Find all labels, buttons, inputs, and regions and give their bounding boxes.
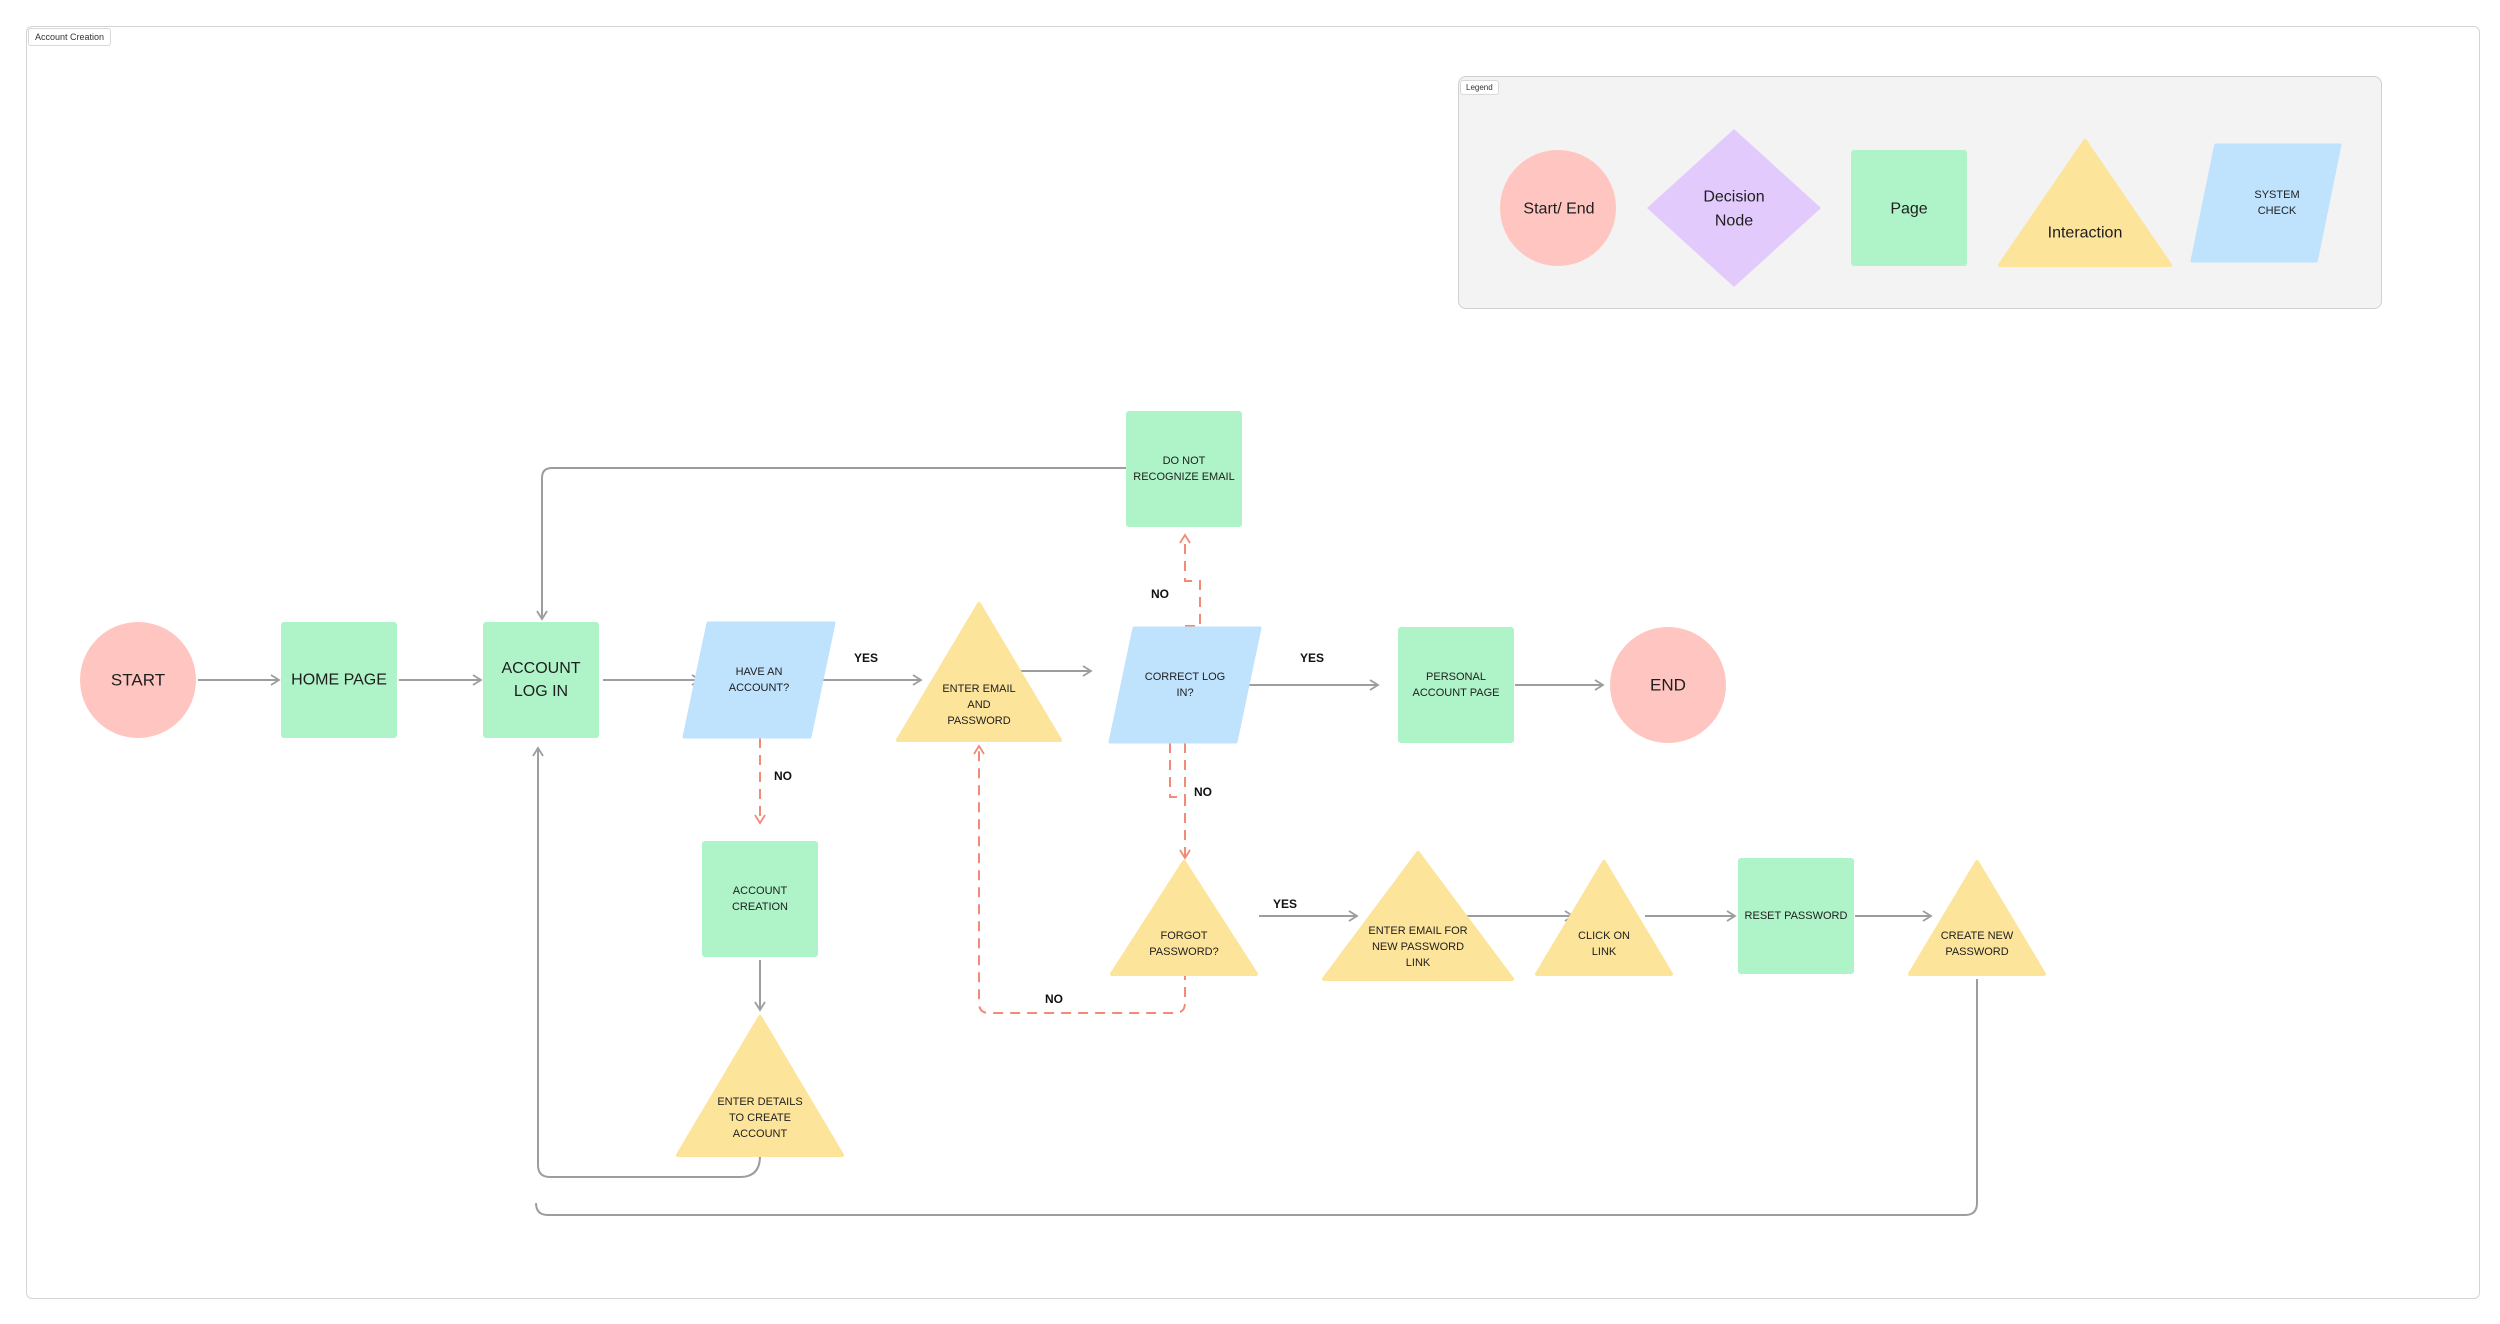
legend-system-check-shape [2190,143,2342,263]
forgot-yes-label: YES [1273,897,1297,911]
have-an-account-label-line-2: ACCOUNT? [729,682,790,694]
edge-not-recognize-to-login [536,467,1127,621]
account-creation-label: ACCOUNT CREATION [732,885,788,913]
edge-details-to-login [532,746,761,1178]
create-new-password-label-line-1: CREATE NEW [1941,930,2014,942]
account-creation-label-line-2: CREATION [732,901,788,913]
create-new-password-label-line-2: PASSWORD [1945,946,2008,958]
reset-password-node [1738,858,1854,974]
do-not-recognize-email-label-line-1: DO NOT [1163,455,1206,467]
click-on-link-node [1535,860,1673,976]
not-recognized-no-label: NO [1151,587,1169,601]
account-log-in-label-line-2: LOG IN [514,683,568,700]
correct-log-in-label: CORRECT LOG IN? [1145,671,1225,699]
personal-account-page-node [1398,627,1514,743]
legend-interaction-label: Interaction [2048,225,2123,242]
home-page-label: HOME PAGE [291,672,387,689]
forgot-password-label-line-2: PASSWORD? [1149,946,1218,958]
account-log-in-label-line-1: ACCOUNT [501,660,580,677]
start-label-line-1: START [111,671,165,690]
do-not-recognize-email-node [1126,411,1242,527]
correct-login-no-label: NO [1194,785,1212,799]
start-label: START [111,671,165,690]
legend-start-end-label: Start/ End [1523,201,1594,218]
forgot-password-label: FORGOT PASSWORD? [1149,930,1218,958]
enter-email-new-password-label-line-3: LINK [1406,957,1431,969]
legend-title: Legend [1460,80,1499,95]
have-an-account-label-line-1: HAVE AN [736,666,783,678]
do-not-recognize-email-label-line-2: RECOGNIZE EMAIL [1133,471,1234,483]
enter-details-node [676,1015,844,1157]
legend-start-end-shape [1500,150,1616,266]
enter-details-label-line-2: TO CREATE [729,1112,791,1124]
enter-email-new-password-label: ENTER EMAIL FOR NEW PASSWORD LINK [1368,925,1467,969]
legend-interaction-label-line-1: Interaction [2048,225,2123,242]
edge-create-new-to-login [535,979,1978,1216]
enter-email-password-label: ENTER EMAIL AND PASSWORD [942,683,1015,727]
enter-email-new-password-label-line-1: ENTER EMAIL FOR [1368,925,1467,937]
account-creation-label-line-1: ACCOUNT [733,885,788,897]
end-node [1610,627,1726,743]
personal-account-page-label-line-1: PERSONAL [1426,671,1486,683]
personal-account-page-label-line-2: ACCOUNT PAGE [1413,687,1500,699]
legend-decision-shape [1647,129,1821,287]
click-on-link-label-line-2: LINK [1592,946,1617,958]
home-page-node [281,622,397,738]
click-on-link-label-line-1: CLICK ON [1578,930,1630,942]
enter-email-password-label-line-1: ENTER EMAIL [942,683,1015,695]
enter-email-new-password-node [1322,851,1514,981]
legend-start-end-label-line-1: Start/ End [1523,201,1594,218]
legend-system-check-label-line-1: SYSTEM [2254,189,2299,201]
enter-email-password-label-line-3: PASSWORD [947,715,1010,727]
frame-title: Account Creation [28,28,112,46]
have-account-no-label: NO [774,769,792,783]
home-page-label-line-1: HOME PAGE [291,672,387,689]
start-node [80,622,196,738]
legend-page-shape [1851,150,1967,266]
legend-interaction-shape [1998,139,2172,267]
forgot-no-label: NO [1045,992,1063,1006]
account-log-in-label: ACCOUNT LOG IN [501,660,580,700]
legend-system-check-label-line-2: CHECK [2258,205,2297,217]
forgot-password-label-line-1: FORGOT [1160,930,1207,942]
diagram-frame [26,26,2480,1299]
enter-email-password-label-line-2: AND [967,699,990,711]
edge-correct-login-no-to-not-recognize [1179,533,1201,627]
legend-system-check-label: SYSTEM CHECK [2254,189,2299,217]
legend-page-label: Page [1890,201,1927,218]
legend-page-label-line-1: Page [1890,201,1927,218]
end-label: END [1650,676,1686,695]
create-new-password-node [1908,860,2046,976]
correct-log-in-label-line-1: CORRECT LOG [1145,671,1225,683]
edge-forgot-no-to-enter-email [973,744,1186,1014]
legend-decision-label-line-2: Node [1715,213,1753,230]
forgot-password-node [1110,860,1258,976]
enter-email-new-password-label-line-2: NEW PASSWORD [1372,941,1464,953]
reset-password-label-line-1: RESET PASSWORD [1745,910,1848,922]
do-not-recognize-email-label: DO NOT RECOGNIZE EMAIL [1133,455,1234,483]
have-an-account-node [682,621,836,739]
personal-account-page-label: PERSONAL ACCOUNT PAGE [1413,671,1500,699]
account-log-in-node [483,622,599,738]
click-on-link-label: CLICK ON LINK [1578,930,1630,958]
legend-decision-label-line-1: Decision [1703,189,1764,206]
enter-email-password-node [896,602,1062,742]
correct-log-in-label-line-2: IN? [1176,687,1193,699]
enter-details-label-line-1: ENTER DETAILS [717,1096,802,1108]
end-label-line-1: END [1650,676,1686,695]
edge-correct-login-no-to-forgot [1169,743,1191,860]
have-account-yes-label: YES [854,651,878,665]
create-new-password-label: CREATE NEW PASSWORD [1941,930,2014,958]
have-an-account-label: HAVE AN ACCOUNT? [729,666,790,694]
enter-details-label-line-3: ACCOUNT [733,1128,788,1140]
enter-details-label: ENTER DETAILS TO CREATE ACCOUNT [717,1096,802,1140]
correct-login-yes-label: YES [1300,651,1324,665]
account-creation-node [702,841,818,957]
correct-log-in-node [1108,626,1262,744]
reset-password-label: RESET PASSWORD [1745,910,1848,922]
